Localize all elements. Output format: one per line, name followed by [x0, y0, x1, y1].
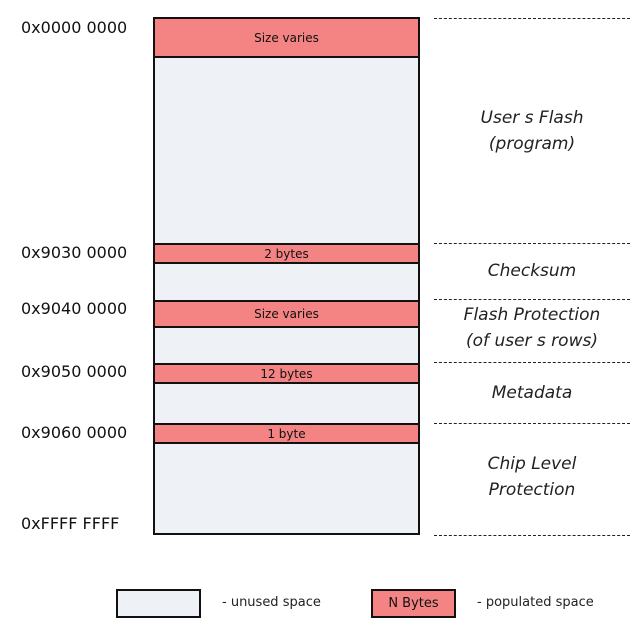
region-metadata: Metadata — [434, 380, 630, 406]
region-flash-protection: Flash Protection (of user s rows) — [434, 302, 630, 354]
separator-line — [434, 535, 630, 536]
separator-line — [434, 362, 630, 363]
region-label: (of user s rows) — [466, 331, 598, 351]
separator-line — [434, 299, 630, 300]
region-label: Metadata — [491, 383, 573, 403]
band-metadata: 12 bytes — [155, 363, 418, 384]
address-label: 0x9040 0000 — [21, 299, 128, 318]
region-label: (program) — [488, 134, 576, 154]
address-label: 0x9060 0000 — [21, 423, 128, 442]
legend-unused-swatch — [116, 589, 201, 618]
band-user-flash: Size varies — [155, 19, 418, 58]
address-label: 0x0000 0000 — [21, 18, 128, 37]
address-label: 0x9030 0000 — [21, 243, 128, 262]
region-label: Chip Level — [487, 454, 577, 474]
legend-populated-label: - populated space — [477, 595, 594, 610]
region-label: Checksum — [487, 261, 577, 281]
region-label: Flash Protection — [463, 305, 601, 325]
separator-line — [434, 423, 630, 424]
band-flash-protection: Size varies — [155, 300, 418, 328]
separator-line — [434, 243, 630, 244]
memory-map: Size varies 2 bytes Size varies 12 bytes… — [153, 17, 420, 535]
legend-populated-swatch: N Bytes — [371, 589, 456, 618]
address-label: 0x9050 0000 — [21, 362, 128, 381]
region-label: User s Flash — [480, 108, 584, 128]
region-label: Protection — [488, 480, 576, 500]
address-label: 0xFFFF FFFF — [21, 514, 120, 533]
region-checksum: Checksum — [434, 258, 630, 284]
band-checksum: 2 bytes — [155, 243, 418, 264]
band-chip-protection: 1 byte — [155, 423, 418, 444]
separator-line — [434, 18, 630, 19]
region-chip-protection: Chip Level Protection — [434, 451, 630, 503]
legend-unused-label: - unused space — [222, 595, 321, 610]
region-user-flash: User s Flash (program) — [434, 105, 630, 157]
